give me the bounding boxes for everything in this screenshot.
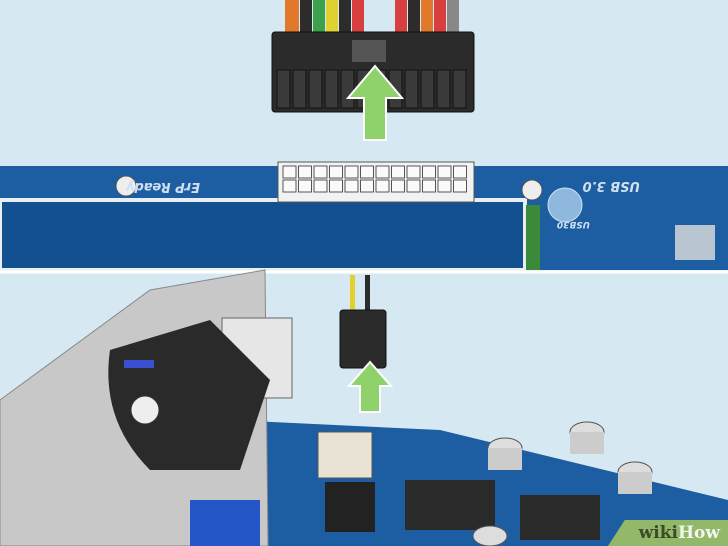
socket-pin bbox=[329, 165, 343, 179]
pin bbox=[452, 69, 467, 109]
pin bbox=[404, 69, 419, 109]
chip bbox=[675, 225, 715, 260]
socket-pin bbox=[313, 165, 328, 179]
pin bbox=[324, 69, 339, 109]
socket-pin bbox=[344, 179, 359, 193]
pin bbox=[276, 69, 291, 109]
socket-pin bbox=[453, 179, 467, 193]
label-erp-ready: ErP Ready bbox=[125, 179, 200, 194]
pin bbox=[420, 69, 435, 109]
choke bbox=[325, 482, 375, 532]
capacitor bbox=[115, 175, 137, 197]
socket-pin bbox=[329, 179, 343, 193]
socket-pin bbox=[422, 179, 436, 193]
wire-yellow bbox=[350, 275, 355, 315]
arrow-up-icon bbox=[345, 64, 405, 141]
mosfet bbox=[520, 495, 600, 540]
mosfet bbox=[405, 480, 495, 530]
socket-pin bbox=[282, 165, 297, 179]
screw bbox=[130, 395, 160, 425]
socket-pins bbox=[282, 165, 467, 193]
atx-4pin-socket bbox=[317, 431, 373, 479]
socket-pin bbox=[453, 165, 467, 179]
fan-header-icon bbox=[547, 187, 583, 223]
pcie-slot-area bbox=[0, 198, 527, 272]
wire-black bbox=[365, 275, 370, 315]
socket-pin bbox=[298, 165, 312, 179]
label-usb30: USB30 bbox=[557, 219, 590, 229]
socket-pin bbox=[391, 179, 405, 193]
socket-pin bbox=[313, 179, 328, 193]
socket-pin bbox=[298, 179, 312, 193]
pin bbox=[436, 69, 451, 109]
socket-pin bbox=[406, 165, 421, 179]
socket-pin bbox=[406, 179, 421, 193]
socket-pin bbox=[422, 165, 436, 179]
socket-pin bbox=[437, 179, 452, 193]
green-header bbox=[526, 205, 540, 270]
socket-pin bbox=[360, 179, 374, 193]
blue-header bbox=[190, 500, 260, 546]
capacitors bbox=[472, 421, 653, 546]
socket-pin bbox=[375, 165, 390, 179]
logo-how: How bbox=[677, 523, 720, 543]
label-usb3: USB 3.0 bbox=[583, 178, 640, 193]
logo-wiki: wiki bbox=[638, 523, 678, 543]
socket-pin bbox=[282, 179, 297, 193]
pin bbox=[292, 69, 307, 109]
socket-pin bbox=[344, 165, 359, 179]
socket-pin bbox=[437, 165, 452, 179]
blue-tab bbox=[124, 360, 154, 368]
capacitor bbox=[521, 179, 543, 201]
atx-4pin-connector bbox=[339, 309, 387, 369]
arrow-up-icon bbox=[346, 360, 394, 413]
pin bbox=[308, 69, 323, 109]
socket-pin bbox=[391, 165, 405, 179]
power-wires bbox=[285, 0, 459, 36]
socket-pin bbox=[375, 179, 390, 193]
pin bbox=[340, 69, 355, 109]
socket-pin bbox=[360, 165, 374, 179]
dvi-connector bbox=[108, 320, 270, 470]
